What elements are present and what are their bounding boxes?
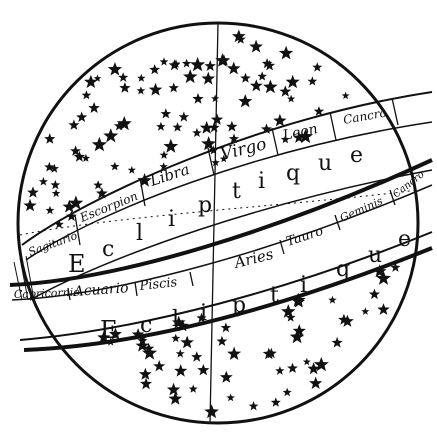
ecliptique-letter: u	[368, 243, 382, 268]
ecliptique-letter: E	[68, 250, 86, 278]
ecliptique-letter: t	[270, 283, 279, 308]
ecliptique-letter: c	[140, 313, 152, 338]
ecliptique-letter: l	[136, 221, 143, 246]
zodiac-label: Capricornio	[14, 286, 81, 301]
ecliptique-letter: l	[172, 307, 179, 332]
ecliptique-letter: i	[168, 207, 175, 232]
ecliptique-letter: p	[198, 193, 212, 218]
ecliptique-letter: i	[258, 169, 265, 194]
ecliptique-letter: e	[398, 227, 411, 252]
ecliptique-letter: c	[102, 237, 114, 262]
ecliptique-letter: q	[286, 161, 300, 186]
ecliptique-letter: q	[336, 257, 350, 282]
ecliptique-letter: p	[232, 293, 246, 318]
ecliptique-letter: u	[318, 151, 332, 176]
ecliptique-letter: E	[100, 316, 118, 344]
ecliptique-letter: e	[350, 143, 363, 168]
ecliptique-letter: i	[300, 273, 307, 298]
ecliptique-letter: i	[200, 301, 207, 326]
ecliptique-letter: t	[232, 179, 241, 204]
